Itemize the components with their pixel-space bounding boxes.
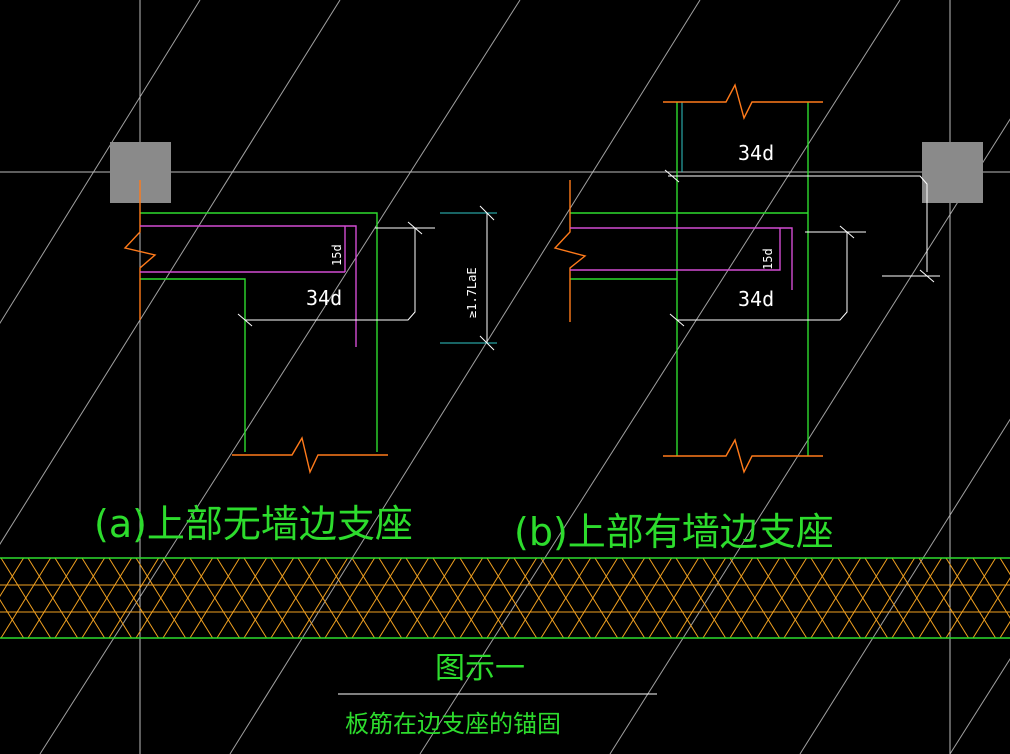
figure-subtitle: 板筋在边支座的锚固 bbox=[345, 710, 561, 738]
detail-a-rebar bbox=[140, 225, 357, 347]
detail-b-dim-top-label: 34d bbox=[738, 141, 774, 165]
detail-a-drawing bbox=[123, 180, 497, 475]
detail-a-outline bbox=[140, 212, 378, 452]
detail-b-dim-anchor-label: 34d bbox=[738, 287, 774, 311]
figure-title: 图示一 bbox=[435, 651, 525, 686]
detail-b-dim-anchor bbox=[677, 232, 848, 321]
detail-a-dim-anchor-label: 34d bbox=[306, 286, 342, 310]
detail-a-dim-34d bbox=[245, 228, 416, 321]
detail-b-break-top bbox=[663, 83, 823, 120]
detail-a-dim-hook-label: 15d bbox=[330, 244, 344, 266]
detail-a-break-left bbox=[123, 180, 157, 320]
column-block-right bbox=[922, 142, 983, 203]
detail-a-dim-height-label: ≥1.7LaE bbox=[465, 267, 479, 318]
detail-b-dim-hook-label: 15d bbox=[761, 248, 775, 270]
detail-b-break-bottom bbox=[663, 438, 823, 474]
detail-b-drawing bbox=[553, 83, 940, 474]
detail-a-break-bottom bbox=[232, 436, 388, 475]
detail-b-dim-top bbox=[668, 175, 928, 272]
detail-a-caption: (a)上部无墙边支座 bbox=[94, 502, 413, 546]
hatch-band bbox=[0, 557, 1010, 639]
detail-b-rebar bbox=[570, 227, 793, 290]
detail-b-break-left bbox=[553, 180, 587, 322]
detail-b-caption: (b)上部有墙边支座 bbox=[514, 510, 834, 554]
